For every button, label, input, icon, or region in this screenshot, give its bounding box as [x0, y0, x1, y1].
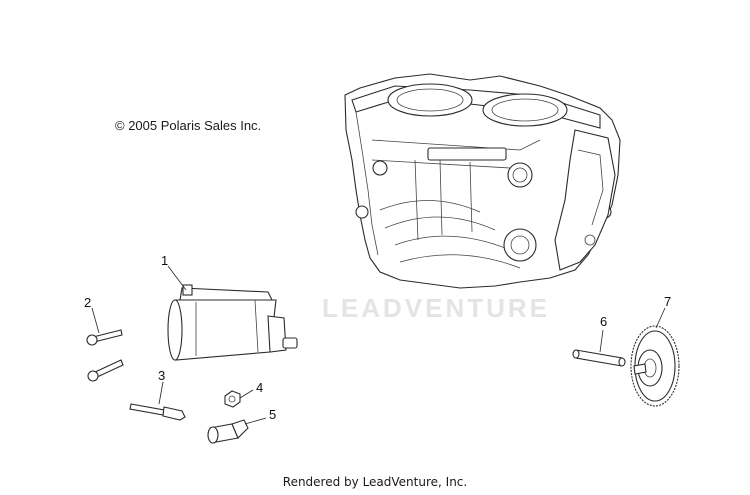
- watermark: LEADVENTURE: [322, 293, 551, 323]
- starter-motor: [167, 284, 298, 361]
- cable-lead: [129, 403, 186, 421]
- footer-credit: Rendered by LeadVenture, Inc.: [282, 475, 468, 489]
- leader-line-7: [655, 307, 666, 329]
- leader-line-5: [244, 417, 267, 425]
- copyright-notice: © 2005 Polaris Sales Inc.: [115, 118, 262, 133]
- callout-6: 6: [600, 314, 608, 329]
- callout-7: 7: [664, 294, 672, 309]
- leader-line-1: [167, 265, 187, 291]
- callout-5: 5: [269, 407, 277, 422]
- leader-line-4: [239, 389, 254, 399]
- callout-4: 4: [256, 380, 264, 395]
- callout-1: 1: [161, 253, 169, 268]
- leader-line-3: [158, 381, 164, 405]
- leader-line-6: [599, 329, 604, 353]
- callout-3: 3: [158, 368, 166, 383]
- engine-block: [344, 73, 621, 289]
- nut: [224, 390, 241, 408]
- leader-line-2: [91, 307, 100, 334]
- callout-2: 2: [84, 295, 92, 310]
- starter-gear: [630, 325, 680, 407]
- terminal-boot: [207, 419, 249, 444]
- bolt: [86, 329, 124, 382]
- shaft-pin: [572, 349, 626, 367]
